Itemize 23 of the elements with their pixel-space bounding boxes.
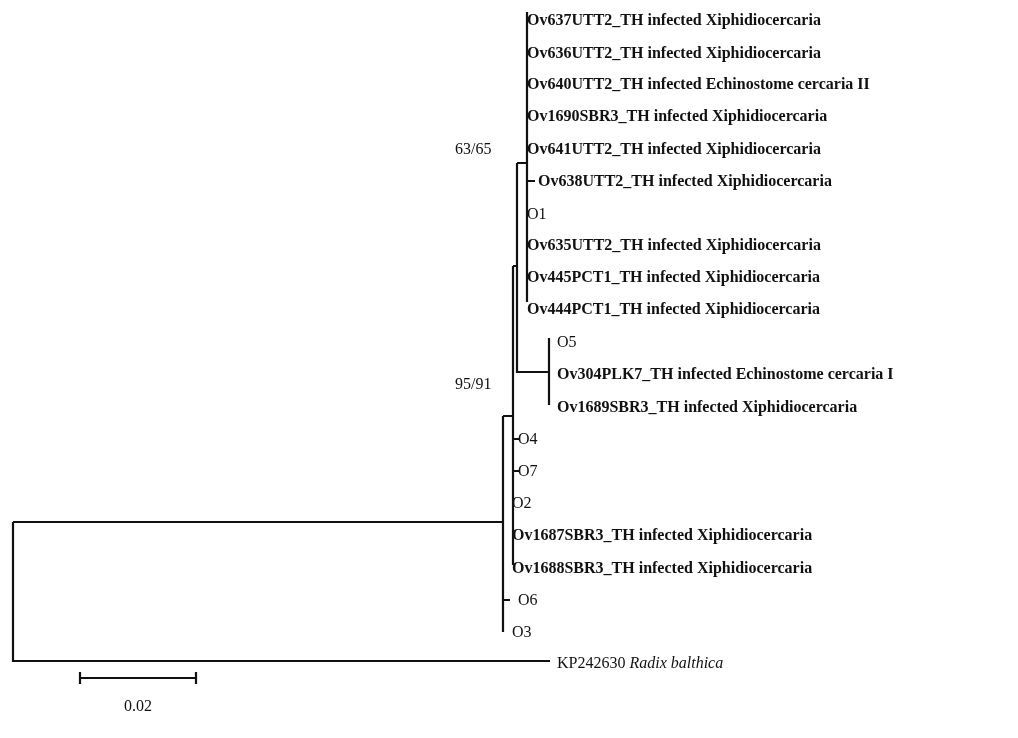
taxon-label: O5	[557, 333, 577, 351]
taxon-label: Ov637UTT2_TH infected Xiphidiocercaria	[527, 11, 821, 29]
taxon-label: Ov445PCT1_TH infected Xiphidiocercaria	[527, 268, 820, 286]
taxon-label: O6	[518, 591, 538, 609]
taxon-label: Ov640UTT2_TH infected Echinostome cercaria II	[527, 75, 870, 93]
scale-value: 0.02	[124, 697, 152, 715]
taxon-label: Ov635UTT2_TH infected Xiphidiocercaria	[527, 236, 821, 254]
taxon-label: Ov1688SBR3_TH infected Xiphidiocercaria	[512, 559, 813, 577]
taxon-label: O7	[518, 462, 538, 480]
taxon-label: Ov304PLK7_TH infected Echinostome cercaria I	[557, 365, 894, 383]
bootstrap-value: 95/91	[455, 375, 492, 393]
taxon-label: Ov1687SBR3_TH infected Xiphidiocercaria	[512, 526, 813, 544]
taxon-label: Ov444PCT1_TH infected Xiphidiocercaria	[527, 300, 820, 318]
taxon-label: Ov1690SBR3_TH infected Xiphidiocercaria	[527, 107, 828, 125]
taxon-label: Ov641UTT2_TH infected Xiphidiocercaria	[527, 140, 821, 158]
taxon-label: KP242630 Radix balthica	[557, 654, 724, 672]
taxon-label: Ov1689SBR3_TH infected Xiphidiocercaria	[557, 398, 858, 416]
taxon-label: Ov636UTT2_TH infected Xiphidiocercaria	[527, 44, 821, 62]
taxon-label: Ov638UTT2_TH infected Xiphidiocercaria	[538, 172, 832, 190]
taxon-label: O3	[512, 623, 532, 641]
bootstrap-value: 63/65	[455, 140, 492, 158]
taxon-label: O4	[518, 430, 538, 448]
taxon-label: O1	[527, 205, 547, 223]
